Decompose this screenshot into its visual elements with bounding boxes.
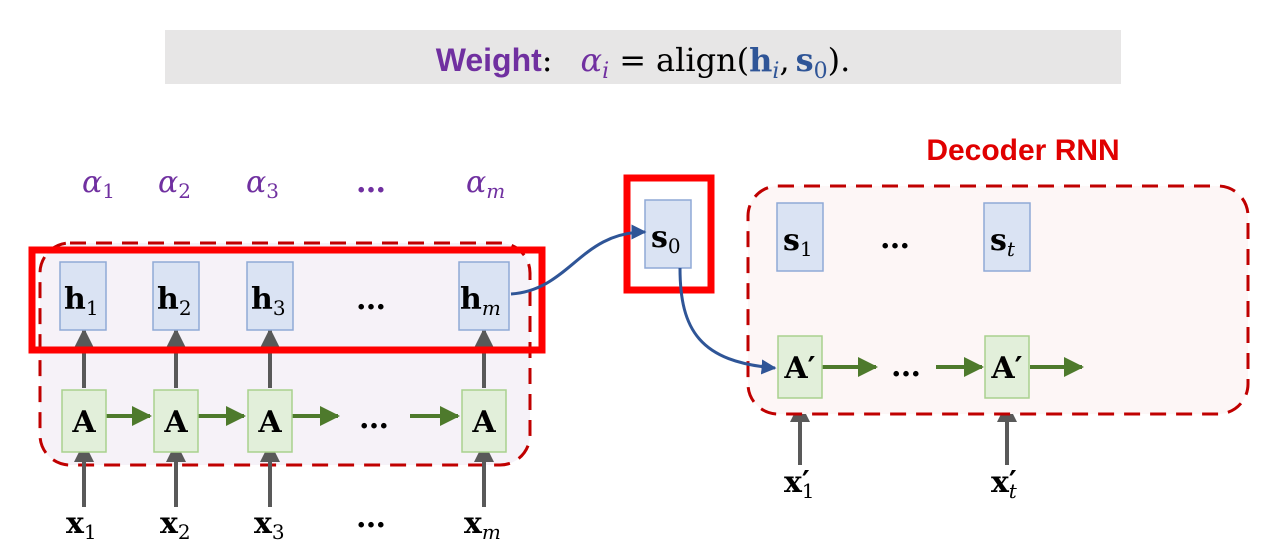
weight-formula: Weight:αi=align(hi,s0). bbox=[436, 41, 851, 84]
xm-label: xm bbox=[464, 506, 501, 544]
alpha-ellipsis: … bbox=[356, 165, 386, 200]
h1-label: h1 bbox=[64, 282, 99, 320]
weight-label: Weight bbox=[436, 42, 542, 78]
header-banner bbox=[165, 30, 1121, 84]
encoder-cell-2-label: A bbox=[163, 405, 188, 440]
x3-label: x3 bbox=[254, 506, 285, 544]
encoder-cell-1-label: A bbox=[71, 405, 96, 440]
hm-label: hm bbox=[460, 282, 501, 320]
x1-label: x1 bbox=[66, 506, 97, 544]
x1-prime-label: x′1 bbox=[784, 465, 815, 503]
decoder-cell-ellipsis: … bbox=[891, 349, 921, 384]
decoder-cells: A′ … A′ bbox=[777, 335, 1030, 399]
alpha-3: α3 bbox=[246, 165, 279, 203]
alpha-1: α1 bbox=[82, 165, 115, 203]
hm-box bbox=[458, 261, 510, 331]
s0-label: s0 bbox=[651, 220, 681, 258]
h3-label: h3 bbox=[251, 282, 286, 320]
alpha-labels: α1 α2 α3 … αm bbox=[82, 165, 505, 203]
encoder-hidden-states: h1 h2 h3 … hm bbox=[59, 261, 510, 331]
alpha-m: αm bbox=[466, 165, 505, 203]
encoder-cell-2 bbox=[153, 389, 199, 453]
decoder-cell-t bbox=[984, 335, 1030, 399]
h2-label: h2 bbox=[157, 282, 192, 320]
x-ellipsis: … bbox=[356, 500, 386, 535]
encoder-cell-3 bbox=[247, 389, 293, 453]
h-ellipsis: … bbox=[356, 282, 386, 317]
s0-to-decoder-curve bbox=[678, 267, 777, 375]
encoder-cell-3-label: A bbox=[257, 405, 282, 440]
st-label: st bbox=[990, 223, 1016, 261]
encoder-inputs: x1 x2 x3 … xm bbox=[66, 500, 501, 544]
h2-box bbox=[152, 261, 200, 331]
encoder-cell-m bbox=[461, 389, 507, 453]
decoder-cell-t-label: A′ bbox=[990, 351, 1022, 386]
hidden-states-highlight bbox=[28, 246, 546, 354]
decoder-title: Decoder RNN bbox=[926, 134, 1119, 167]
s1-label: s1 bbox=[783, 223, 813, 261]
s-ellipsis: … bbox=[880, 221, 910, 256]
hm-to-s0-curve bbox=[510, 224, 647, 296]
h1-box bbox=[59, 261, 107, 331]
encoder-cell-m-label: A bbox=[471, 405, 496, 440]
decoder-cell-1 bbox=[777, 335, 823, 399]
encoder-cell-1 bbox=[61, 389, 107, 453]
encoder-cell-ellipsis: … bbox=[359, 401, 389, 436]
s1-box bbox=[776, 202, 824, 272]
alpha-2: α2 bbox=[158, 165, 191, 203]
h3-box bbox=[246, 261, 294, 331]
decoder-cell-1-label: A′ bbox=[783, 351, 815, 386]
encoder-cells: A A A … A bbox=[61, 389, 507, 453]
decoder-states: s1 … st bbox=[776, 202, 1031, 272]
decoder-inputs: x′1 x′t bbox=[784, 465, 1018, 503]
st-box bbox=[983, 202, 1031, 272]
xt-prime-label: x′t bbox=[991, 465, 1018, 503]
x2-label: x2 bbox=[160, 506, 191, 544]
